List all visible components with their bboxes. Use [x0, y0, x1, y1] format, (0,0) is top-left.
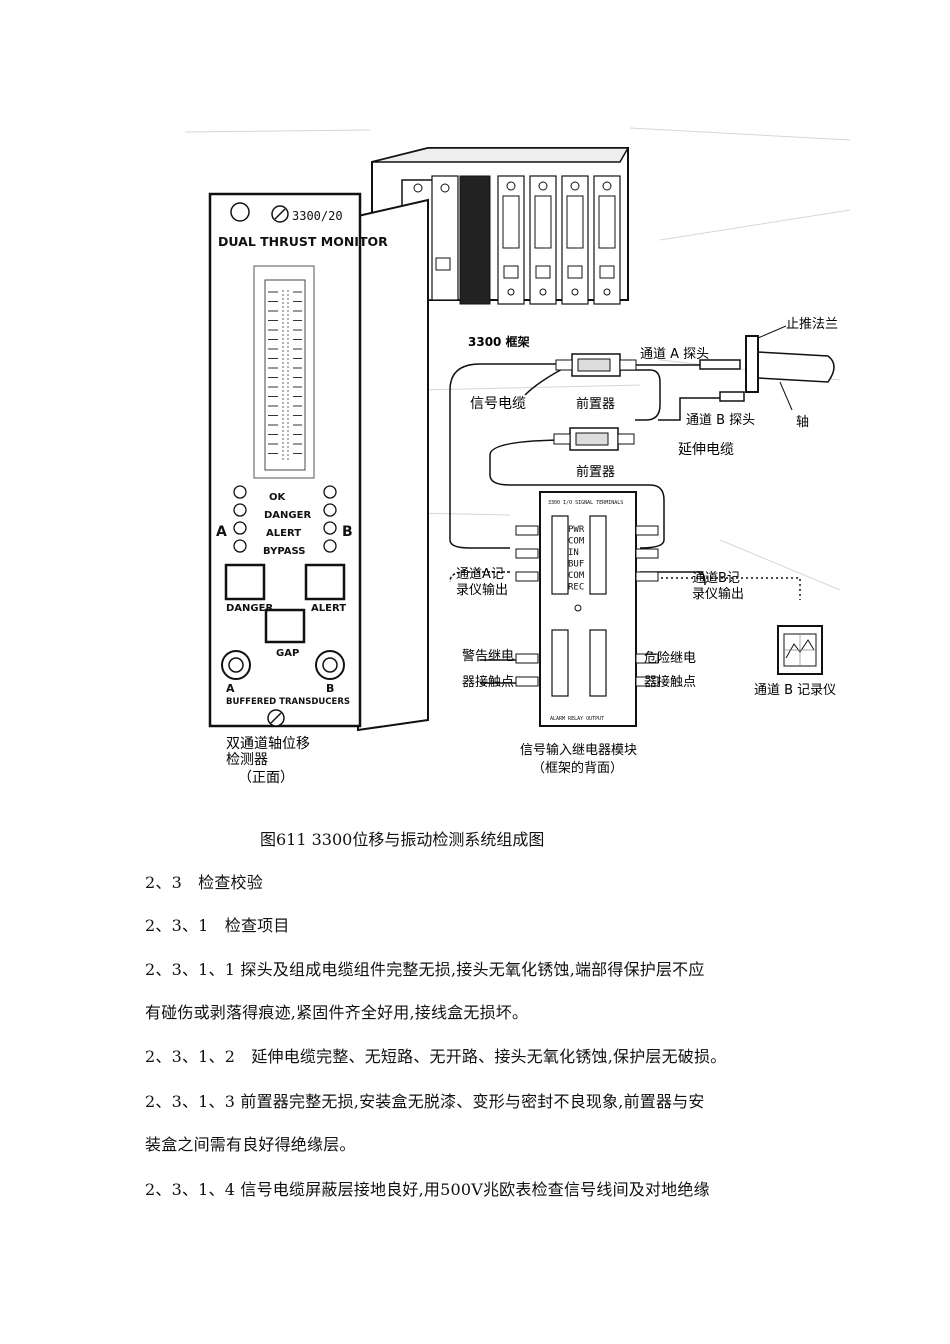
status-bypass: BYPASS — [263, 546, 305, 557]
gap-button-label: GAP — [276, 648, 299, 659]
slot-knob-icon — [570, 181, 580, 191]
slot-connector-icon — [539, 288, 547, 296]
ch-a-recorder-line2: 录仪输出 — [456, 582, 508, 598]
slot-display — [566, 195, 584, 249]
slot-button — [599, 265, 615, 279]
terminal-label: BUF — [568, 560, 584, 570]
terminal-label: IN — [568, 548, 579, 558]
shaft-label: 轴 — [796, 415, 809, 430]
led-indicator-b — [323, 503, 337, 517]
monitor-name-line1: 双通道轴位移 — [226, 736, 310, 752]
slot-button — [567, 265, 583, 279]
slot-knob-icon — [602, 181, 612, 191]
rack-label: 3300 框架 — [468, 334, 530, 349]
channel-b-label: B — [342, 524, 353, 540]
signal-relay-module: 3300 I/O SIGNAL TERMINALS ALARM RELAY OU… — [515, 491, 659, 727]
cable-plug — [635, 525, 659, 536]
led-indicator-a — [233, 539, 247, 553]
paragraph-line: 装盒之间需有良好得绝缘层。 — [145, 1135, 356, 1154]
alert-relay-line1: 警告继电 — [462, 648, 514, 664]
monitor-model: 3300/20 — [292, 209, 343, 223]
module-footer: ALARM RELAY OUTPUT — [550, 716, 604, 722]
ch-a-recorder-line1: 通道A记 — [456, 567, 504, 582]
figure-caption: 图611 3300位移与振动检测系统组成图 — [260, 830, 545, 849]
connector-b-label: B — [326, 682, 334, 695]
slot-knob-icon — [506, 181, 516, 191]
monitor-title: DUAL THRUST MONITOR — [218, 234, 388, 249]
led-indicator-a — [233, 521, 247, 535]
paragraph-line: 2、3、1、4 信号电缆屏蔽层接地良好,用500V兆欧表检查信号线间及对地绝缘 — [145, 1180, 710, 1199]
danger-relay-line2: 器接触点 — [644, 674, 696, 690]
led-indicator-b — [323, 539, 337, 553]
cable-plug — [515, 571, 539, 582]
slot-connector-icon — [507, 288, 515, 296]
cable-plug — [515, 525, 539, 536]
preamplifier-1 — [555, 353, 637, 377]
led-indicator-b — [323, 521, 337, 535]
shaft-assembly — [636, 325, 835, 421]
extension-cable-label: 延伸电缆 — [678, 442, 734, 458]
led-indicator-a — [233, 485, 247, 499]
cable-plug — [515, 676, 539, 687]
paragraph-line: 2、3、1、2 延伸电缆完整、无短路、无开路、接头无氧化锈蚀,保护层无破损。 — [145, 1047, 727, 1066]
cable-plug — [635, 548, 659, 559]
recorder-b-label: 通道 B 记录仪 — [754, 683, 836, 698]
wiring — [449, 363, 801, 684]
cable-plug — [515, 548, 539, 559]
alert-relay-line2: 器接触点 — [462, 674, 514, 690]
slot-knob-icon — [413, 183, 423, 193]
led-indicator-b — [323, 485, 337, 499]
buffered-transducers-label: BUFFERED TRANSDUCERS — [226, 697, 350, 707]
ch-b-recorder-line2: 录仪输出 — [692, 586, 744, 602]
paragraph-line: 2、3、1、1 探头及组成电缆组件完整无损,接头无氧化锈蚀,端部得保护层不应 — [145, 960, 705, 979]
led-indicator-a — [233, 503, 247, 517]
slot-button — [535, 265, 551, 279]
slot-display — [534, 195, 552, 249]
preamp2-label: 前置器 — [576, 464, 615, 480]
recorder-b — [777, 625, 823, 675]
cable-plug — [635, 653, 659, 664]
alert-button-label: ALERT — [311, 603, 346, 614]
monitor-panel: 3300/20 DUAL THRUST MONITOR OK DANGER AL… — [208, 192, 429, 786]
cable-plug — [635, 571, 659, 582]
channel-a-label: A — [216, 524, 227, 540]
slot-button — [435, 257, 451, 271]
paragraph-line: 2、3、1、3 前置器完整无损,安装盒无脱漆、变形与密封不良现象,前置器与安 — [145, 1092, 705, 1111]
module-caption-line2: （框架的背面） — [532, 760, 623, 776]
slot-knob-icon — [440, 183, 450, 193]
monitor-name-line3: （正面） — [238, 770, 294, 786]
slot-knob-icon — [538, 181, 548, 191]
ch-b-recorder-line1: 通道B记 — [692, 571, 740, 586]
status-ok: OK — [269, 492, 287, 503]
slot-connector-icon — [571, 288, 579, 296]
cable-plug — [635, 676, 659, 687]
terminal-label: REC — [568, 583, 584, 593]
slot-display — [502, 195, 520, 249]
probe-a-label: 通道 A 探头 — [640, 347, 709, 362]
module-caption-line1: 信号输入继电器模块 — [520, 742, 637, 758]
terminal-label: COM — [568, 571, 585, 581]
preamplifier-2 — [553, 427, 635, 451]
monitor-name-line2: 检测器 — [226, 752, 268, 768]
slot-display — [598, 195, 616, 249]
preamp1-label: 前置器 — [576, 396, 615, 412]
paragraph-line: 有碰伤或剥落得痕迹,紧固件齐全好用,接线盒无损坏。 — [145, 1003, 529, 1022]
section-heading: 2、3 检查校验 — [145, 873, 263, 892]
system-diagram: 3300/20 DUAL THRUST MONITOR OK DANGER AL… — [184, 127, 851, 786]
slot-connector-icon — [603, 288, 611, 296]
flange-label: 止推法兰 — [786, 317, 838, 332]
danger-relay-line1: 危险继电 — [644, 651, 696, 666]
danger-button-label: DANGER — [226, 603, 273, 614]
module-header: 3300 I/O SIGNAL TERMINALS — [548, 500, 623, 506]
terminal-label: PWR — [568, 525, 585, 535]
probe-b-label: 通道 B 探头 — [686, 413, 755, 428]
status-alert: ALERT — [266, 528, 301, 539]
status-danger: DANGER — [264, 510, 311, 521]
connector-a-label: A — [226, 682, 235, 695]
subsection-heading: 2、3、1 检查项目 — [145, 916, 290, 935]
cable-plug — [515, 653, 539, 664]
signal-cable-label: 信号电缆 — [470, 396, 526, 412]
terminal-label: COM — [568, 537, 585, 547]
slot-button — [503, 265, 519, 279]
